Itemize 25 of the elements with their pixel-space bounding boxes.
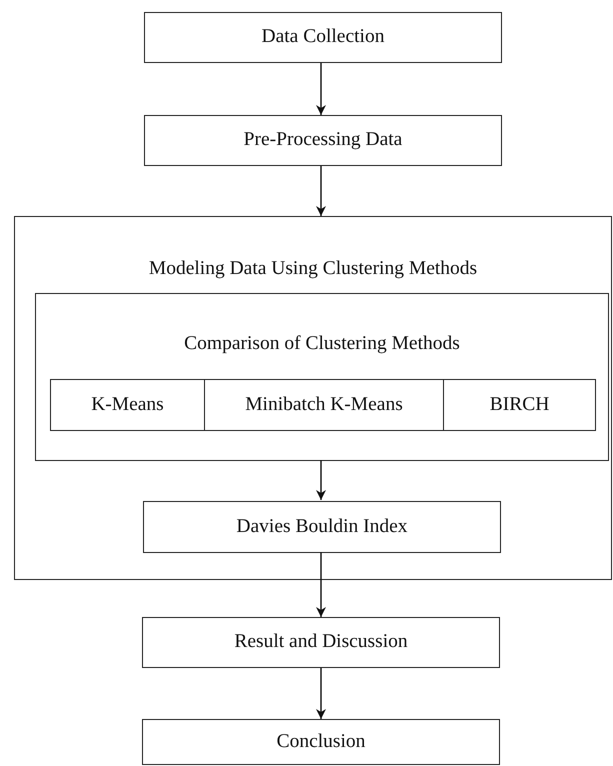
group-heading: Modeling Data Using Clustering Methods	[148, 258, 478, 280]
node-label: Minibatch K-Means	[245, 394, 403, 416]
group-box	[35, 293, 609, 461]
process-box	[50, 379, 205, 431]
node-label: Davies Bouldin Index	[236, 516, 408, 538]
arrow	[316, 668, 326, 719]
process-box	[142, 719, 500, 765]
node-label: K-Means	[91, 394, 164, 416]
node-label: BIRCH	[490, 394, 550, 416]
group-box	[14, 216, 612, 580]
process-box	[142, 617, 500, 668]
group-heading: Comparison of Clustering Methods	[183, 333, 461, 356]
process-box	[204, 379, 444, 431]
arrow	[316, 63, 326, 115]
arrow	[316, 166, 326, 216]
node-label: Result and Discussion	[234, 631, 408, 654]
process-box	[144, 115, 502, 166]
process-box	[443, 379, 596, 431]
arrow	[316, 552, 326, 617]
process-box	[143, 501, 501, 553]
node-label: Data Collection	[262, 26, 384, 49]
process-box	[144, 12, 502, 63]
node-label: Pre-Processing Data	[244, 129, 402, 152]
arrow	[316, 460, 326, 500]
node-label: Conclusion	[276, 730, 366, 754]
